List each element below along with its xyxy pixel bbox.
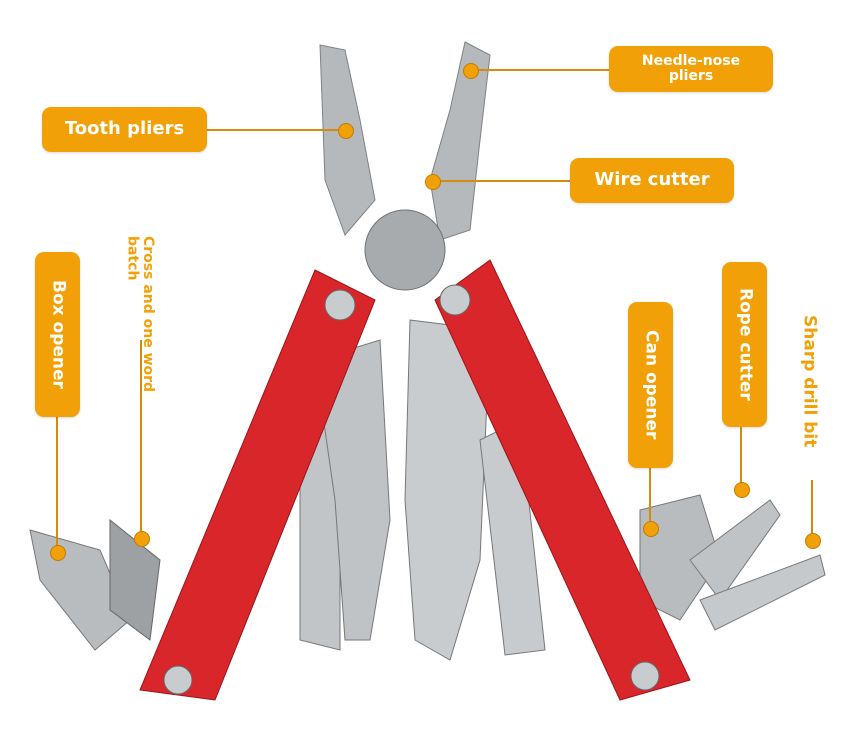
can-opener-leader: [649, 468, 651, 528]
scissors: [314, 339, 391, 641]
drill-bit-label: Sharp drill bit: [799, 315, 820, 448]
box-opener-leader: [56, 417, 58, 552]
needle-nose-dot: [463, 63, 479, 79]
rope-cutter-tool: [689, 499, 781, 601]
drill-bit-dot: [805, 533, 821, 549]
pivot: [364, 209, 446, 291]
wire-cutter-leader: [432, 180, 570, 182]
right-handle: [434, 259, 691, 701]
left-handle: [139, 269, 376, 701]
box-opener-label: Box opener: [35, 252, 80, 417]
wire-cutter-label: Wire cutter: [570, 158, 734, 203]
can-opener-dot: [643, 521, 659, 537]
rope-cutter-leader: [740, 427, 742, 489]
wire-cutter-dot: [425, 174, 441, 190]
cross-bit-leader: [140, 340, 142, 538]
tooth-pliers-label: Tooth pliers: [42, 107, 207, 152]
needle-nose-leader: [470, 69, 609, 71]
drill-bit-leader: [811, 480, 813, 540]
tooth-pliers-dot: [338, 123, 354, 139]
needle-nose-jaw: [429, 41, 491, 241]
cross-bit-dot: [134, 531, 150, 547]
cross-bit-label: Cross and one word batch: [124, 236, 156, 393]
needle-nose-label: Needle-nose pliers: [609, 46, 773, 92]
rope-cutter-dot: [734, 482, 750, 498]
tooth-pliers-jaw: [319, 44, 376, 236]
rope-cutter-label: Rope cutter: [722, 262, 767, 427]
can-opener-label: Can opener: [628, 302, 673, 468]
drill-bit-tool: [699, 554, 826, 631]
box-opener-dot: [50, 545, 66, 561]
tooth-pliers-leader: [207, 129, 345, 131]
